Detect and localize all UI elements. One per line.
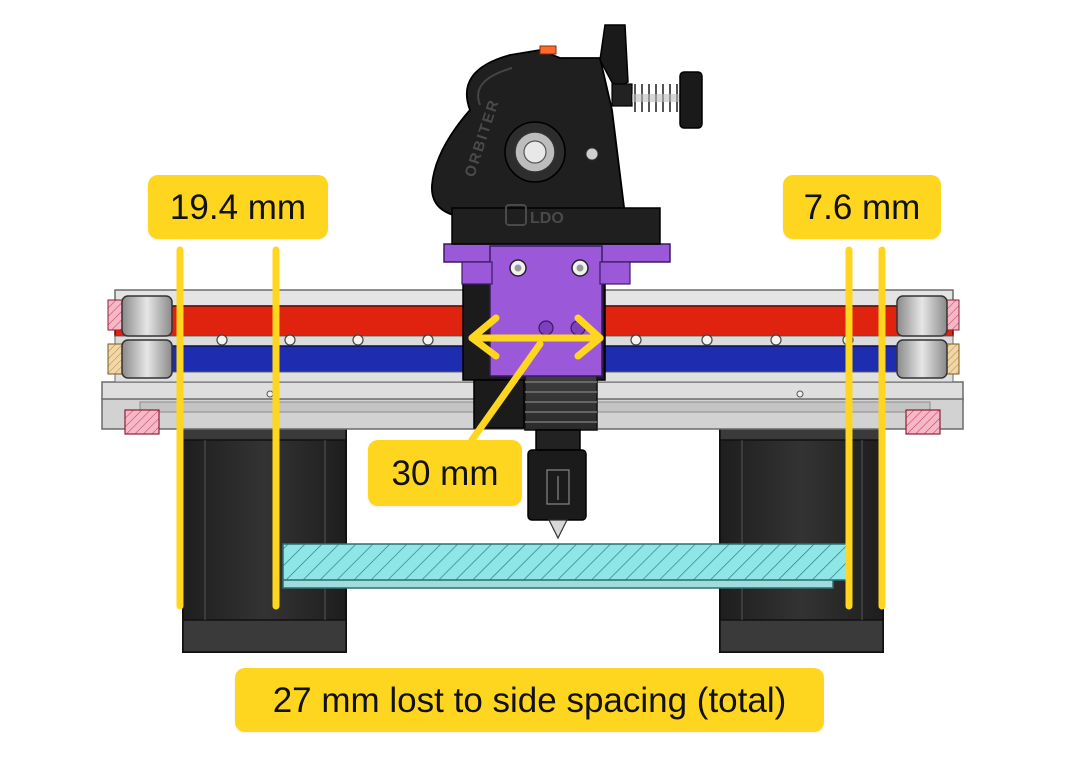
maker-mark: LDO	[530, 210, 564, 227]
carriage-width-arrow	[468, 314, 604, 444]
spacing-markers	[176, 246, 886, 610]
left-idler-pulleys	[107, 295, 173, 379]
hotend-nozzle	[527, 429, 587, 540]
print-bed	[282, 543, 849, 589]
maker-logo-icon	[505, 204, 527, 226]
right-stepper-motor	[719, 411, 884, 653]
left-stepper-motor	[182, 411, 347, 653]
arrow-right-head	[574, 314, 604, 360]
arrow-left-head	[468, 314, 500, 360]
right-idler-pulleys	[896, 295, 960, 379]
right-spacing-label: 7.6 mm	[783, 175, 941, 239]
left-spacing-label: 19.4 mm	[148, 175, 328, 239]
toolhead: ORBITER LDO	[431, 24, 703, 540]
carriage-width-label: 30 mm	[368, 440, 522, 506]
extruder-body: ORBITER LDO	[431, 24, 703, 245]
total-lost-label: 27 mm lost to side spacing (total)	[235, 668, 824, 732]
carriage-plate	[443, 243, 671, 377]
leader-line	[468, 340, 544, 444]
